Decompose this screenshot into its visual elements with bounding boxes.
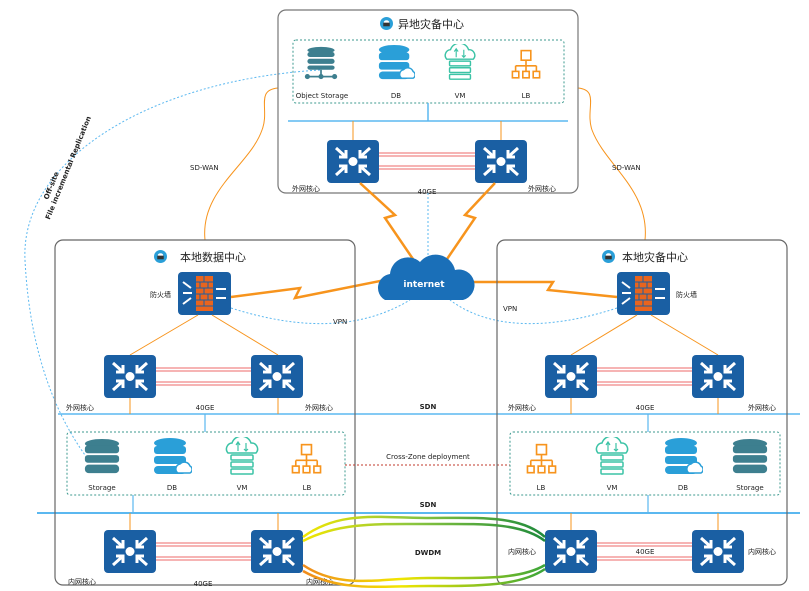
local-dr-title: 本地灾备中心 [622, 250, 688, 264]
switch-icon [545, 355, 597, 398]
offsite-dc-title: 异地灾备中心 [398, 17, 464, 31]
core-label: 内网核心 [68, 577, 96, 586]
local-services-group [66, 431, 346, 496]
sdn-top-label: SDN [420, 403, 437, 411]
service-label: VM [607, 484, 618, 492]
vpn-dotted-links [230, 193, 618, 325]
service-label: LB [303, 484, 312, 492]
sdn-bottom-label: SDN [420, 501, 437, 509]
uplink [129, 398, 279, 414]
local-dr-box [496, 239, 788, 586]
lb-icon [526, 443, 557, 474]
switch-icon [692, 530, 744, 573]
switch-icon [327, 140, 379, 183]
switch-icon [251, 355, 303, 398]
link-label: 40GE [418, 188, 437, 196]
core-label: 内网核心 [748, 547, 776, 556]
service-label: LB [537, 484, 546, 492]
db-icon [664, 437, 703, 475]
firewall-label: 防火墙 [676, 290, 697, 299]
db-icon [153, 437, 192, 475]
switch-icon [545, 530, 597, 573]
uplink [129, 314, 279, 356]
service-label: DB [391, 92, 401, 100]
service-label: LB [522, 92, 531, 100]
firewall-icon [178, 272, 231, 315]
offsite-services-group [292, 39, 565, 104]
vpn-left-label: VPN [333, 318, 347, 326]
local-int-40ge-link [156, 542, 251, 561]
switch-icon [104, 355, 156, 398]
sdwan-right-link [577, 87, 646, 241]
internet-cloud [377, 254, 475, 300]
storage-icon [84, 438, 120, 474]
cross-zone-label: Cross-Zone deployment [386, 453, 470, 461]
vm-icon [595, 437, 629, 475]
datacenter-icon [154, 250, 167, 263]
dr-services-group [509, 431, 781, 496]
core-label: 外网核心 [528, 184, 556, 193]
core-label: 外网核心 [66, 403, 94, 412]
uplink [570, 513, 719, 530]
dwdm-links [302, 515, 546, 589]
dwdm-label: DWDM [415, 549, 441, 557]
sdwan-left-label: SD-WAN [190, 164, 219, 172]
lb-icon [291, 443, 322, 474]
switch-icon [692, 355, 744, 398]
dr-int-40ge-link [597, 542, 692, 561]
service-label: DB [678, 484, 688, 492]
lb-icon [511, 49, 541, 79]
datacenter-icon [380, 17, 393, 30]
core-label: 内网核心 [306, 577, 334, 586]
service-label: Object Storage [296, 92, 348, 100]
switch-icon [251, 530, 303, 573]
service-label: VM [237, 484, 248, 492]
service-label: VM [455, 92, 466, 100]
uplink [570, 314, 719, 356]
core-label: 内网核心 [508, 547, 536, 556]
link-label: 40GE [636, 404, 655, 412]
offsite-dc-box [277, 9, 579, 194]
link-label: 40GE [194, 580, 213, 588]
service-label: Storage [88, 484, 115, 492]
vm-icon [444, 44, 476, 80]
storage-icon [732, 438, 768, 474]
local-ext-40ge-link [156, 367, 251, 386]
internet-label: internet [403, 280, 445, 290]
sdwan-left-link [204, 87, 279, 241]
sdn-drop [132, 414, 206, 513]
uplink [129, 513, 279, 530]
sdwan-right-label: SD-WAN [612, 164, 641, 172]
local-dc-box [54, 239, 356, 586]
link-label: 40GE [636, 548, 655, 556]
link-label: 40GE [196, 404, 215, 412]
core-label: 外网核心 [508, 403, 536, 412]
uplink [570, 398, 719, 414]
firewall-icon [617, 272, 670, 315]
firewall-label: 防火墙 [150, 290, 171, 299]
service-label: DB [167, 484, 177, 492]
datacenter-icon [602, 250, 615, 263]
offsite-replication-line [24, 69, 321, 456]
service-label: Storage [736, 484, 763, 492]
core-label: 外网核心 [748, 403, 776, 412]
object-storage-icon [304, 46, 338, 80]
offsite-40ge-link [379, 152, 475, 170]
vm-icon [225, 437, 259, 475]
local-dc-title: 本地数据中心 [180, 250, 246, 264]
uplink [352, 121, 502, 140]
offsite-sdn-line [288, 103, 568, 122]
switch-icon [475, 140, 527, 183]
switch-icon [104, 530, 156, 573]
core-label: 外网核心 [292, 184, 320, 193]
db-icon [378, 44, 415, 80]
replication-label-2: File incremental Replication [44, 115, 93, 221]
dr-ext-40ge-link [597, 367, 692, 386]
internet-links [230, 182, 618, 300]
vpn-right-label: VPN [503, 305, 517, 313]
core-label: 外网核心 [305, 403, 333, 412]
